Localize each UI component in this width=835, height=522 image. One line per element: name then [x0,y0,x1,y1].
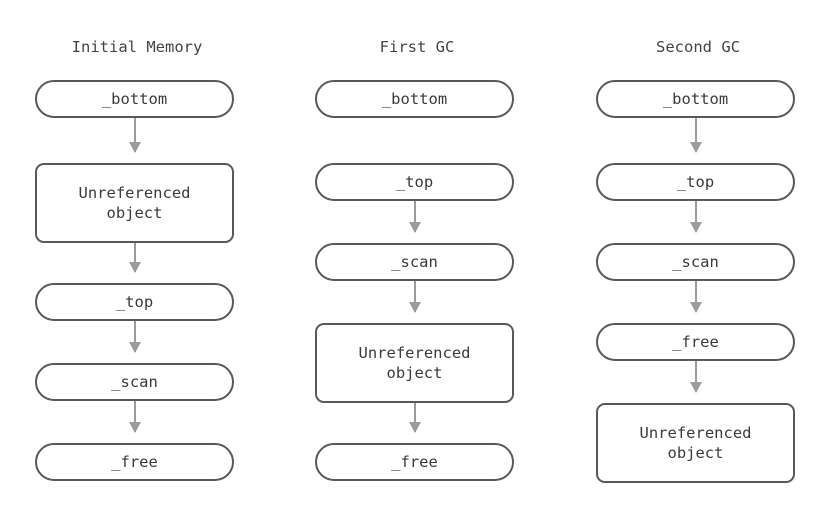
arrow-initial-memory-scan-to-free [134,401,136,432]
node-first-gc-bottom[interactable]: _bottom [315,80,514,118]
node-initial-memory-bottom[interactable]: _bottom [35,80,234,118]
node-label: Unreferenced object [78,184,191,222]
node-label: _free [391,453,438,471]
arrow-second-gc-scan-to-free [695,281,697,312]
node-first-gc-scan[interactable]: _scan [315,243,514,281]
arrow-first-gc-top-to-scan [414,201,416,232]
node-second-gc-free[interactable]: _free [596,323,795,361]
arrow-second-gc-free-to-unreferenced [695,361,697,392]
node-label: _top [115,293,154,311]
node-label: _top [676,173,715,191]
node-second-gc-bottom[interactable]: _bottom [596,80,795,118]
arrow-first-gc-scan-to-unreferenced [414,281,416,312]
node-first-gc-unreferenced[interactable]: Unreferenced object [315,323,514,403]
arrow-first-gc-unreferenced-to-free [414,403,416,432]
node-initial-memory-unreferenced[interactable]: Unreferenced object [35,163,234,243]
node-label: _free [672,333,719,351]
node-label: _bottom [101,90,168,108]
node-initial-memory-free[interactable]: _free [35,443,234,481]
node-label: _scan [391,253,438,271]
node-initial-memory-top[interactable]: _top [35,283,234,321]
arrow-second-gc-top-to-scan [695,201,697,232]
node-label: _free [111,453,158,471]
node-label: Unreferenced object [639,424,752,462]
column-title-initial-memory: Initial Memory [71,38,203,56]
arrow-initial-memory-unreferenced-to-top [134,243,136,272]
node-label: Unreferenced object [358,344,471,382]
arrow-initial-memory-top-to-scan [134,321,136,352]
node-initial-memory-scan[interactable]: _scan [35,363,234,401]
column-title-second-gc: Second GC [656,38,740,56]
node-second-gc-top[interactable]: _top [596,163,795,201]
node-label: _bottom [381,90,448,108]
arrow-second-gc-bottom-to-top [695,118,697,152]
node-second-gc-unreferenced[interactable]: Unreferenced object [596,403,795,483]
node-label: _bottom [662,90,729,108]
node-first-gc-free[interactable]: _free [315,443,514,481]
arrow-initial-memory-bottom-to-unreferenced [134,118,136,152]
node-second-gc-scan[interactable]: _scan [596,243,795,281]
column-title-first-gc: First GC [379,38,455,56]
node-first-gc-top[interactable]: _top [315,163,514,201]
node-label: _scan [111,373,158,391]
node-label: _top [395,173,434,191]
node-label: _scan [672,253,719,271]
